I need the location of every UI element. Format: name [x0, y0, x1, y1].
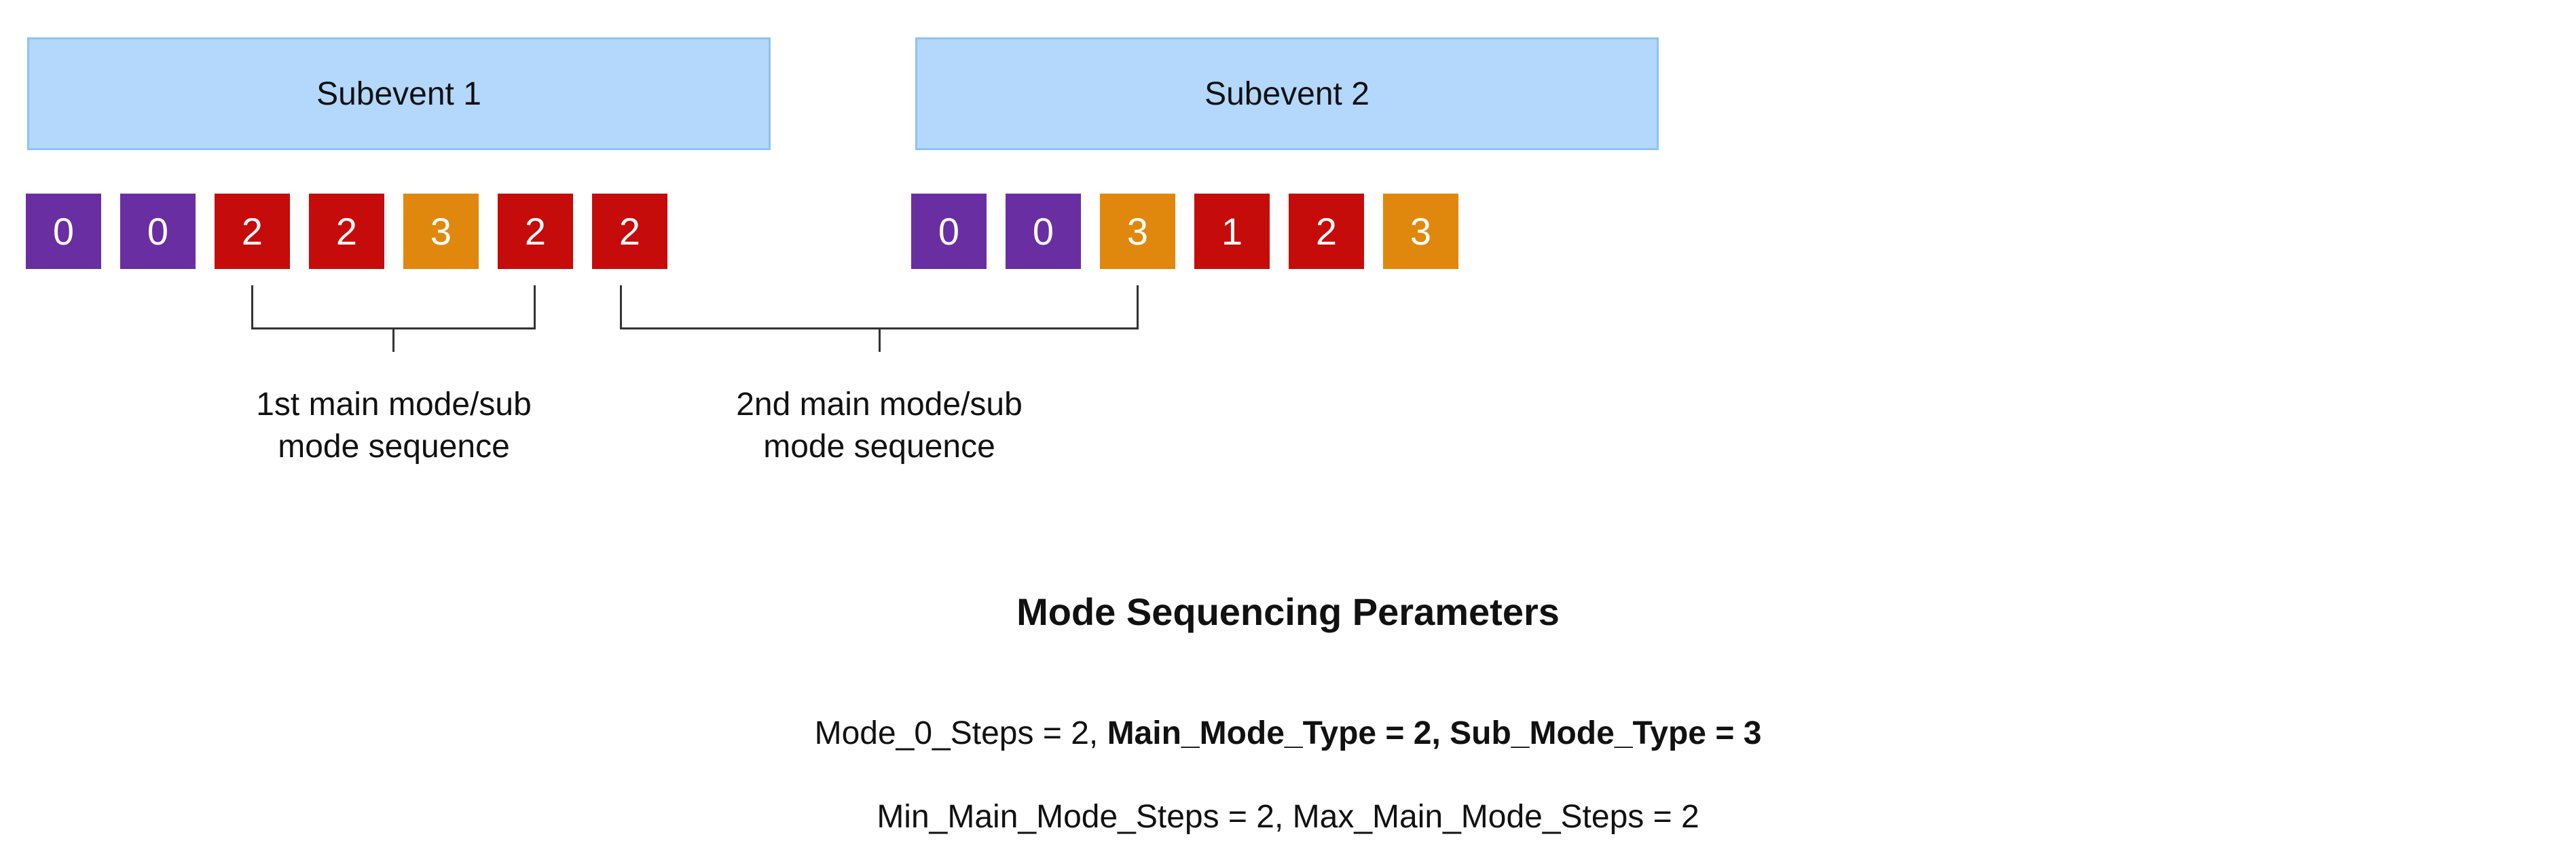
step-square: 2 [309, 194, 384, 269]
subevent-1-block: Subevent 1 [27, 37, 771, 150]
sequence-1-label: 1st main mode/sub mode sequence [217, 384, 570, 468]
sequence-2-label: 2nd main mode/sub mode sequence [703, 384, 1056, 468]
sequence-2-bracket-tick [879, 329, 881, 352]
subevent-2-label: Subevent 2 [1204, 75, 1369, 112]
step-value: 2 [241, 210, 263, 253]
sequence-2-label-line-2: mode sequence [763, 429, 995, 465]
step-square: 1 [1194, 194, 1270, 269]
step-value: 3 [1126, 210, 1149, 253]
step-value: 1 [1221, 210, 1243, 253]
sequence-1-bracket [251, 285, 536, 329]
step-square: 0 [120, 194, 196, 269]
sequence-1-label-line-2: mode sequence [278, 429, 510, 465]
step-square: 2 [592, 194, 667, 269]
step-value: 0 [147, 210, 169, 253]
step-square: 2 [215, 194, 290, 269]
step-square: 2 [498, 194, 573, 269]
step-value: 2 [619, 210, 641, 253]
sequence-2-label-line-1: 2nd main mode/sub [736, 387, 1023, 423]
parameters-line-1: Mode_0_Steps = 2, Main_Mode_Type = 2, Su… [0, 715, 2576, 752]
subevent-2-block: Subevent 2 [915, 37, 1659, 150]
step-square: 3 [403, 194, 479, 269]
step-value: 3 [430, 210, 452, 253]
parameters-line-2: Min_Main_Mode_Steps = 2, Max_Main_Mode_S… [877, 799, 1699, 835]
sequence-2-bracket [620, 285, 1139, 329]
parameters-title: Mode Sequencing Perameters [1016, 590, 1560, 633]
step-value: 0 [52, 210, 75, 253]
step-value: 2 [524, 210, 547, 253]
parameters-line-1-plain: Mode_0_Steps = 2, [814, 715, 1107, 751]
step-square: 0 [1006, 194, 1081, 269]
step-value: 2 [1315, 210, 1338, 253]
step-value: 3 [1410, 210, 1432, 253]
step-square: 3 [1383, 194, 1458, 269]
step-value: 0 [938, 210, 960, 253]
step-square: 0 [911, 194, 987, 269]
step-square: 0 [26, 194, 101, 269]
step-value: 0 [1032, 210, 1054, 253]
step-square: 3 [1100, 194, 1175, 269]
parameters-line-1-bold: Main_Mode_Type = 2, Sub_Mode_Type = 3 [1107, 715, 1762, 751]
sequence-1-label-line-1: 1st main mode/sub [256, 387, 532, 423]
step-value: 2 [335, 210, 358, 253]
step-square: 2 [1289, 194, 1364, 269]
subevent-1-label: Subevent 1 [316, 75, 481, 112]
sequence-1-bracket-tick [392, 329, 394, 352]
